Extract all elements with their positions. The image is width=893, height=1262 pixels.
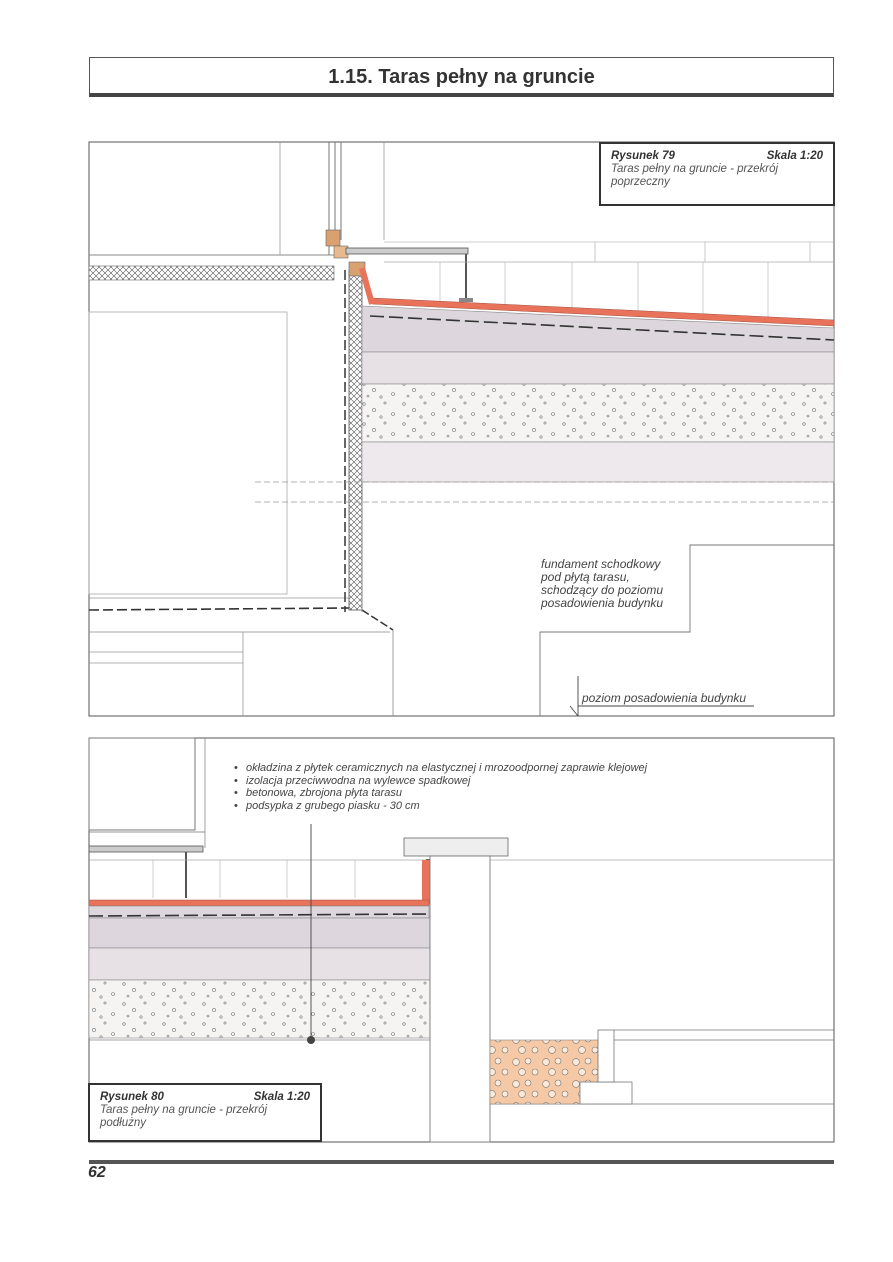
bottom-rule <box>89 1160 834 1164</box>
figure80-caption: Rysunek 80 Skala 1:20 Taras pełny na gru… <box>88 1083 322 1142</box>
foundation-level-label: poziom posadowienia budynku <box>582 691 747 705</box>
figure80-description: Taras pełny na gruncie - przekrój podłuż… <box>100 1104 268 1129</box>
foundation-note: fundament schodkowy pod płytą tarasu, sc… <box>541 557 664 610</box>
legend-item: podsypka z grubego piasku - 30 cm <box>234 800 774 813</box>
figure79-description: Taras pełny na gruncie - przekrój poprze… <box>611 163 779 188</box>
page-title-box: 1.15. Taras pełny na gruncie <box>89 57 834 97</box>
figure79-drawing <box>88 141 835 717</box>
legend-item: okładzina z płytek ceramicznych na elast… <box>234 762 774 775</box>
figure79-caption: Rysunek 79 Skala 1:20 Taras pełny na gru… <box>599 142 835 206</box>
figure79-label: Rysunek 79 <box>611 150 675 162</box>
legend-item: betonowa, zbrojona płyta tarasu <box>234 787 774 800</box>
layer-legend: okładzina z płytek ceramicznych na elast… <box>234 762 774 812</box>
figure80-scale: Skala 1:20 <box>253 1091 310 1103</box>
page-number: 62 <box>88 1164 106 1181</box>
legend-item: izolacja przeciwwodna na wylewce spadkow… <box>234 775 774 788</box>
figure80-label: Rysunek 80 <box>100 1091 164 1103</box>
page-title: 1.15. Taras pełny na gruncie <box>328 66 595 88</box>
figure79-scale: Skala 1:20 <box>766 150 823 162</box>
